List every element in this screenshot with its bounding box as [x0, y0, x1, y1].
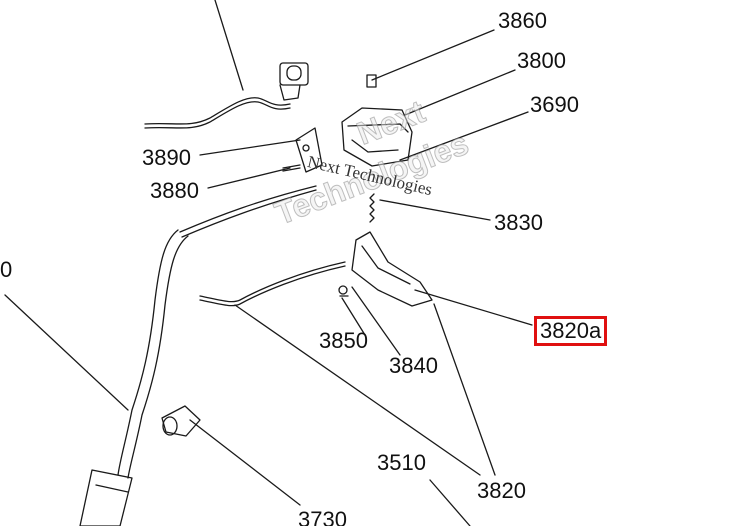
callout-3820a-highlighted[interactable]: 3820a	[534, 316, 608, 346]
leader-3890	[199, 139, 301, 156]
cable-3820	[199, 261, 346, 303]
connector-block	[279, 62, 309, 86]
callout-3880: 3880	[150, 178, 199, 203]
leader-3860	[371, 29, 495, 81]
callout-3860: 3860	[498, 8, 547, 33]
leader-3820-a	[433, 303, 496, 476]
part-3730	[161, 405, 201, 437]
callout-3730: 3730	[298, 507, 347, 526]
leader-left	[4, 294, 129, 411]
leader-3820-b	[234, 304, 481, 476]
rod-long	[179, 185, 317, 233]
callout-3890: 3890	[142, 145, 191, 170]
bracket-3890	[295, 127, 323, 173]
callout-3840: 3840	[389, 353, 438, 378]
leader-3850	[341, 297, 366, 336]
lever-3820a	[351, 231, 433, 307]
grip	[79, 469, 133, 526]
spring-3830	[369, 193, 375, 223]
callout-left-partial: 0	[0, 257, 13, 282]
cable-upper	[144, 97, 291, 125]
callout-3690: 3690	[530, 92, 579, 117]
callout-3800: 3800	[517, 48, 566, 73]
leader-3830	[379, 199, 491, 221]
leader-3880	[207, 167, 291, 189]
leader-3840	[351, 286, 401, 356]
callout-3850: 3850	[319, 328, 368, 353]
leader-3690	[399, 111, 529, 161]
leader-3730	[189, 419, 301, 506]
housing-3800	[341, 107, 413, 167]
leader-3820a	[414, 289, 533, 326]
leader-top	[214, 0, 244, 91]
callout-3510: 3510	[377, 450, 426, 475]
leader-3800	[404, 69, 516, 116]
callout-3830: 3830	[494, 210, 543, 235]
callout-3820: 3820	[477, 478, 526, 503]
leader-3510	[429, 479, 471, 526]
handlebar-tube	[117, 229, 179, 476]
